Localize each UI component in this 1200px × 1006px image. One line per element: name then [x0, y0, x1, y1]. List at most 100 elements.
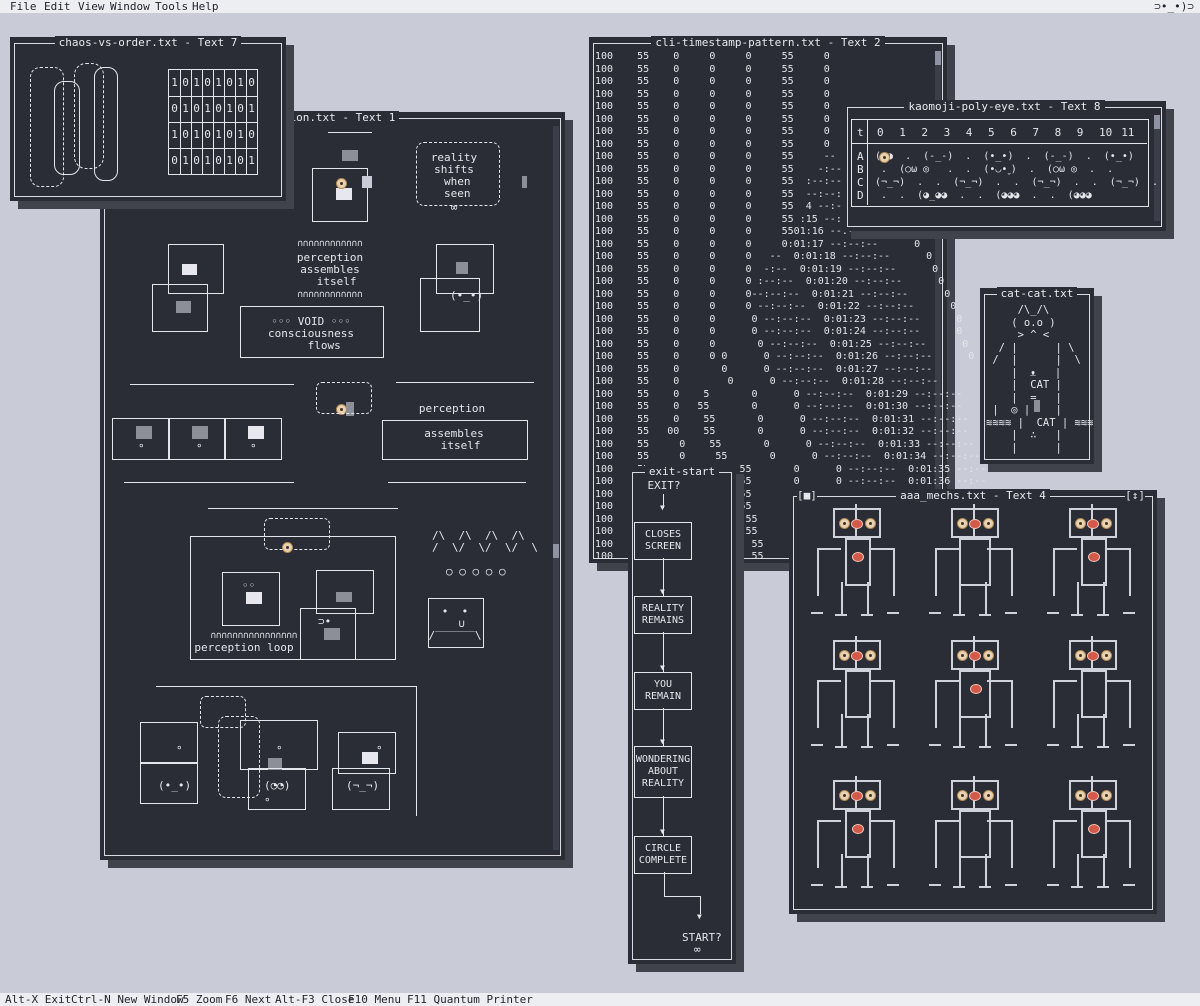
grid-cell: 0 — [171, 102, 178, 115]
mech-robot — [1047, 636, 1137, 760]
grid-cell: 0 — [215, 154, 222, 167]
grid-cell: 1 — [226, 154, 233, 167]
window-cat[interactable]: cat-cat.txt /\_/\ ( o.o ) > ^ < / | | \ … — [980, 287, 1094, 464]
row-cells: . (○ω ◎ . . (•◡•ˬ) . (○ω ◎ . . — [875, 164, 1114, 175]
face3-text: (¬_¬) — [346, 779, 380, 792]
shortcut-new-window[interactable]: Ctrl-N New Window — [71, 993, 184, 1006]
mech-robot — [929, 636, 1019, 760]
menu-bar: File Edit View Window Tools Help ⊃•_•)⊃ — [0, 0, 1200, 13]
red-eye-icon — [1087, 651, 1099, 661]
column-header: 2 — [921, 126, 929, 139]
scrollbar[interactable] — [1154, 115, 1160, 221]
mech-robot — [811, 636, 901, 760]
menu-view[interactable]: View — [78, 0, 105, 13]
chaos-squiggle — [30, 67, 64, 187]
red-eye-icon — [851, 651, 863, 661]
red-core-icon — [852, 552, 864, 562]
menu-help[interactable]: Help — [192, 0, 219, 13]
mech-robot — [929, 504, 1019, 628]
cli-line: 100 55 0 0 0 --:--:-- 0:01:22 --:--:-- 0 — [595, 301, 957, 312]
window-title[interactable]: aaa_mechs.txt - Text 4 — [896, 489, 1050, 502]
window-resize-button[interactable]: [↕] — [1125, 489, 1145, 502]
eye-icon — [983, 518, 994, 529]
scroll-thumb[interactable] — [1154, 115, 1160, 129]
shortcut-exit[interactable]: Alt-X Exit — [5, 993, 72, 1006]
face-big: • • ∪ /‾‾‾‾‾‾\ — [428, 605, 482, 642]
cli-line: 100 55 0 0 0 55 -:-- 0 — [595, 163, 884, 175]
red-eye-icon — [969, 651, 981, 661]
column-header: 0 — [877, 126, 884, 139]
shortcut-next[interactable]: F6 Next — [225, 993, 272, 1006]
grid-cell: 1 — [204, 154, 211, 167]
face2-text: (•_•) — [158, 779, 192, 792]
menu-edit[interactable]: Edit — [44, 0, 71, 13]
window-perception[interactable]: eption.txt - Text 1 reality shifts when … — [100, 111, 565, 860]
eye-icon — [839, 650, 850, 661]
cli-line: 100 55 0 0 0 55 0 — [595, 63, 830, 75]
grid-cell: 0 — [237, 102, 244, 115]
cli-line: 100 55 00 55 0 0 --:--:-- 0:01:32 --:--:… — [595, 426, 969, 437]
cli-line: 100 55 0 55 0 0 --:--:-- 0:01:34 --:--:-… — [595, 451, 981, 462]
cli-line: 100 55 0 0 0 -:-- 0:01:19 --:--:-- 0 — [595, 263, 939, 275]
shortcut-menu[interactable]: F10 Menu — [348, 993, 401, 1006]
cli-line: 100 55 0 55 0 0 --:--:-- 0:01:30 --:--:-… — [595, 401, 963, 412]
flow-box: WONDERING ABOUT REALITY — [634, 746, 692, 798]
grid-cell: 0 — [204, 76, 211, 89]
loop-squiggle: ∩∩∩∩∩∩∩∩∩∩∩∩∩∩∩∩ — [210, 631, 298, 641]
mech-robot — [1047, 504, 1137, 628]
window-title[interactable]: chaos-vs-order.txt - Text 7 — [54, 36, 242, 49]
shortcut-close[interactable]: Alt-F3 Close — [275, 993, 355, 1006]
cli-line: 100 55 0 0 0 55 0 0 — [595, 138, 872, 150]
menu-window[interactable]: Window — [110, 0, 150, 13]
mech-robot — [1047, 776, 1137, 900]
window-title[interactable]: eption.txt - Text 1 — [265, 111, 400, 124]
row-label: A — [857, 150, 864, 163]
consciousness-text: consciousness flows — [267, 327, 355, 352]
eye-icon — [957, 650, 968, 661]
window-title[interactable]: cat-cat.txt — [996, 287, 1078, 300]
column-header: 9 — [1076, 126, 1084, 139]
window-title[interactable]: kaomoji-poly-eye.txt - Text 8 — [904, 100, 1105, 113]
face4-text: (◔◔) — [264, 779, 291, 792]
column-header: 1 — [899, 126, 906, 139]
scrollbar[interactable] — [553, 126, 559, 850]
window-title[interactable]: exit-start — [644, 465, 720, 478]
grid-cell: 0 — [226, 128, 233, 141]
red-eye-icon — [969, 791, 981, 801]
row-cells: (¬_¬) . . (¬_¬) . . (¬_¬) . . (¬_¬) . — [875, 177, 1158, 188]
scroll-thumb[interactable] — [553, 544, 559, 558]
red-eye-icon — [851, 519, 863, 529]
eye-icon — [865, 790, 876, 801]
infinity-icon: ∞ — [694, 943, 701, 956]
red-eye-icon — [1087, 791, 1099, 801]
scrollbar[interactable] — [935, 51, 941, 553]
window-menu-button[interactable]: [■] — [797, 489, 817, 502]
flow-box: YOU REMAIN — [634, 672, 692, 710]
scroll-thumb[interactable] — [935, 51, 941, 65]
grid-cell: 1 — [182, 102, 189, 115]
eye-icon — [865, 650, 876, 661]
window-title[interactable]: cli-timestamp-pattern.txt - Text 2 — [651, 36, 885, 49]
eye-icon — [839, 790, 850, 801]
cli-line: 100 55 0 0 0 55 :--:-- 0 — [595, 176, 884, 187]
window-mechs[interactable]: aaa_mechs.txt - Text 4 [■] [↕] — [789, 489, 1157, 914]
mech-robot — [811, 776, 901, 900]
mech-robot — [929, 776, 1019, 900]
red-eye-icon — [1087, 519, 1099, 529]
cli-line: 100 55 0 0 0 55 0 0 — [595, 113, 860, 125]
cli-line: 100 55 0 5 0 0 --:--:-- 0:01:29 --:--:-- — [595, 388, 963, 400]
hook-face-text: ⊃• — [318, 615, 332, 628]
grid-cell: 0 — [182, 76, 189, 89]
menu-tools[interactable]: Tools — [155, 0, 189, 13]
red-eye-icon — [851, 791, 863, 801]
mountains-art: /\ /\ /\ /\ / \/ \/ \/ \ — [432, 529, 538, 554]
shortcut-printer[interactable]: F11 Quantum Printer — [407, 993, 533, 1006]
window-exit-start[interactable]: exit-start EXIT? ▼ CLOSES SCREEN▼REALITY… — [628, 465, 736, 964]
cli-line: 100 55 0 0 0 --:--:-- 0:01:24 --:--:-- 0 — [595, 326, 963, 337]
flow-box: REALITY REMAINS — [634, 596, 692, 634]
menu-file[interactable]: File — [10, 0, 37, 13]
grid-cell: 1 — [193, 128, 200, 141]
shortcut-zoom[interactable]: F5 Zoom — [176, 993, 223, 1006]
